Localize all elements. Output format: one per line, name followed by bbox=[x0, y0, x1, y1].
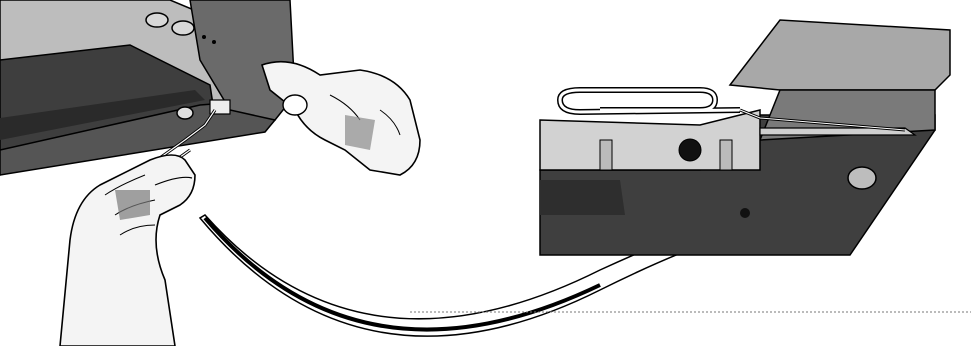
button-icon bbox=[847, 166, 877, 190]
hand-icon bbox=[59, 154, 196, 346]
device-left-view bbox=[0, 0, 296, 176]
eject-hole-icon bbox=[176, 106, 194, 120]
paperclip-icon bbox=[556, 87, 906, 132]
device-magnified-view bbox=[539, 19, 951, 256]
button-icon bbox=[171, 20, 195, 36]
button-icon bbox=[145, 12, 169, 28]
hand-icon bbox=[261, 60, 421, 176]
eject-hole-icon bbox=[678, 138, 702, 162]
